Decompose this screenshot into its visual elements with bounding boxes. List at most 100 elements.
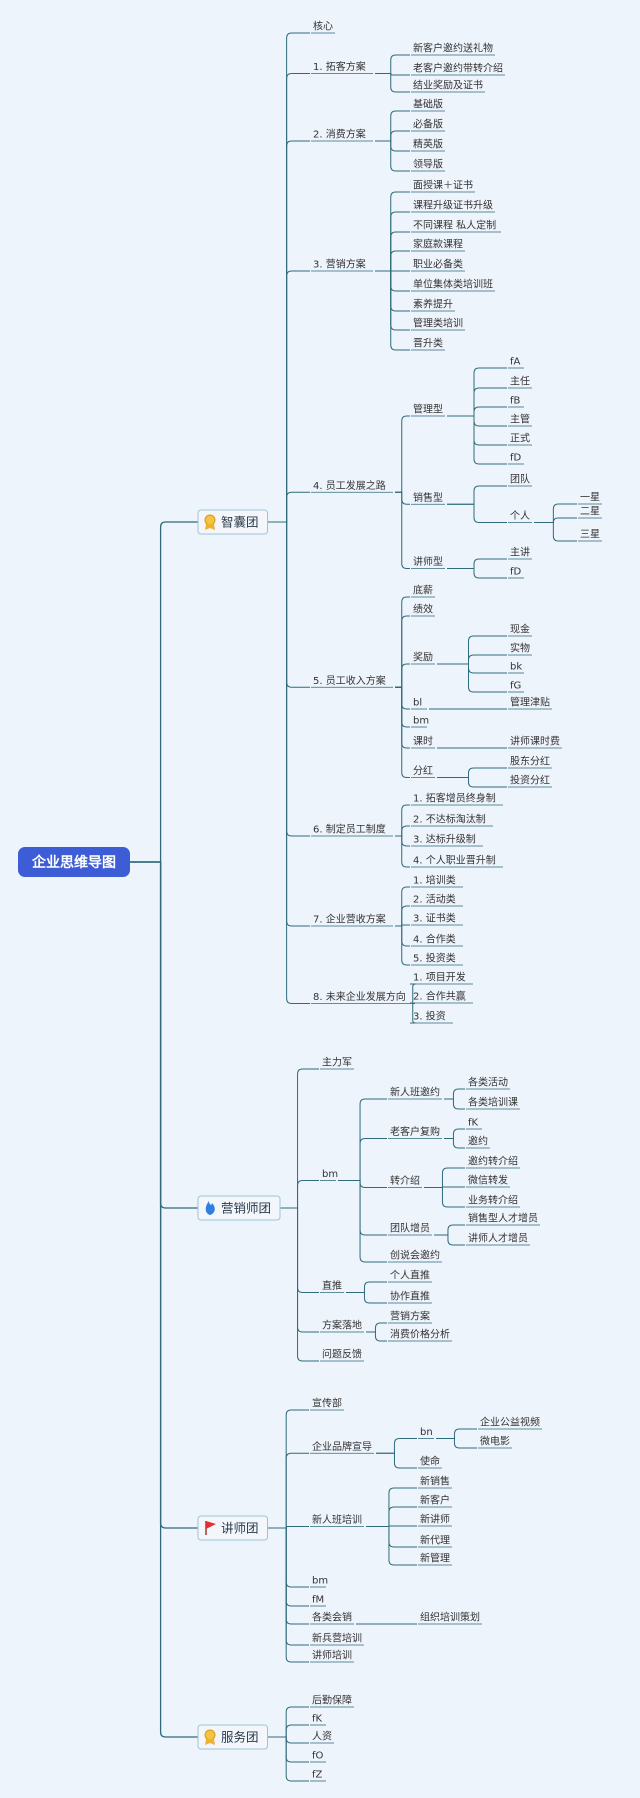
mindmap-node[interactable]: 领导版 <box>411 158 445 172</box>
mindmap-node[interactable]: 使命 <box>418 1455 442 1469</box>
mindmap-node[interactable]: fG <box>508 681 524 693</box>
mindmap-node[interactable]: 讲师课时费 <box>508 735 562 749</box>
mindmap-node[interactable]: 家庭款课程 <box>411 238 465 252</box>
mindmap-node[interactable]: 新人班培训 <box>310 1513 364 1527</box>
mindmap-node[interactable]: fD <box>508 567 524 579</box>
mindmap-node[interactable]: 主任 <box>508 375 532 389</box>
mindmap-node[interactable]: 微电影 <box>478 1435 512 1449</box>
mindmap-node[interactable]: 3. 投资 <box>411 1010 453 1024</box>
mindmap-node[interactable]: 老客户邀约带转介绍 <box>411 62 505 76</box>
mindmap-node[interactable]: fZ <box>310 1770 326 1782</box>
branch-node[interactable]: 讲师团 <box>197 1515 268 1541</box>
mindmap-node[interactable]: 6. 制定员工制度 <box>311 823 393 837</box>
mindmap-node[interactable]: bm <box>320 1169 338 1181</box>
mindmap-node[interactable]: 分红 <box>411 764 435 778</box>
mindmap-node[interactable]: 业务转介绍 <box>466 1194 520 1208</box>
mindmap-node[interactable]: fK <box>466 1118 482 1130</box>
mindmap-node[interactable]: 4. 合作类 <box>411 933 463 947</box>
mindmap-node[interactable]: 邀约转介绍 <box>466 1155 520 1169</box>
mindmap-node[interactable]: 投资分红 <box>508 774 552 788</box>
mindmap-node[interactable]: bm <box>310 1576 328 1588</box>
mindmap-node[interactable]: 晋升类 <box>411 337 445 351</box>
branch-node[interactable]: 智囊团 <box>197 509 268 535</box>
mindmap-node[interactable]: 新管理 <box>418 1552 452 1566</box>
mindmap-node[interactable]: 7. 企业营收方案 <box>311 913 393 927</box>
mindmap-node[interactable]: 讲师培训 <box>310 1649 354 1663</box>
mindmap-node[interactable]: 底薪 <box>411 584 435 598</box>
mindmap-node[interactable]: 邀约 <box>466 1135 490 1149</box>
mindmap-node[interactable]: fB <box>508 396 524 408</box>
mindmap-node[interactable]: 3. 证书类 <box>411 912 463 926</box>
mindmap-node[interactable]: 新人班邀约 <box>388 1086 442 1100</box>
mindmap-node[interactable]: 必备版 <box>411 118 445 132</box>
mindmap-node[interactable]: 5. 员工收入方案 <box>311 674 393 688</box>
mindmap-node[interactable]: 团队 <box>508 473 532 487</box>
mindmap-node[interactable]: 个人 <box>508 510 532 523</box>
mindmap-node[interactable]: 创说会邀约 <box>388 1249 442 1263</box>
mindmap-node[interactable]: 老客户复购 <box>388 1125 442 1139</box>
mindmap-node[interactable]: 正式 <box>508 432 532 446</box>
mindmap-node[interactable]: bl <box>411 698 427 710</box>
mindmap-node[interactable]: 新代理 <box>418 1534 452 1548</box>
mindmap-node[interactable]: 团队增员 <box>388 1222 432 1236</box>
mindmap-node[interactable]: 4. 员工发展之路 <box>311 479 393 493</box>
mindmap-node[interactable]: 销售型 <box>411 491 445 505</box>
mindmap-node[interactable]: 方案落地 <box>320 1319 364 1333</box>
mindmap-node[interactable]: 1. 培训类 <box>411 874 463 888</box>
mindmap-node[interactable]: bk <box>508 662 524 674</box>
mindmap-node[interactable]: 面授课＋证书 <box>411 179 475 193</box>
mindmap-node[interactable]: 讲师型 <box>411 555 445 569</box>
mindmap-node[interactable]: 单位集体类培训班 <box>411 278 495 292</box>
mindmap-node[interactable]: 转介绍 <box>388 1174 422 1188</box>
mindmap-node[interactable]: 直推 <box>320 1279 344 1293</box>
root-node[interactable] <box>18 847 130 877</box>
mindmap-node[interactable]: 3. 营销方案 <box>311 258 373 272</box>
mindmap-node[interactable]: 绩效 <box>411 603 435 617</box>
mindmap-node[interactable]: 现金 <box>508 623 532 637</box>
mindmap-node[interactable]: 管理津贴 <box>508 696 552 710</box>
branch-node[interactable]: 营销师团 <box>197 1195 281 1221</box>
mindmap-node[interactable]: 问题反馈 <box>320 1348 364 1362</box>
mindmap-node[interactable]: 奖励 <box>411 651 435 665</box>
mindmap-node[interactable]: 主力军 <box>320 1056 354 1070</box>
mindmap-node[interactable]: 人资 <box>310 1731 334 1744</box>
mindmap-node[interactable]: 职业必备类 <box>411 258 465 272</box>
mindmap-node[interactable]: 不同课程 私人定制 <box>411 219 501 233</box>
mindmap-node[interactable]: 宣传部 <box>310 1397 344 1411</box>
mindmap-node[interactable]: 精英版 <box>411 138 445 152</box>
mindmap-node[interactable]: 一星 <box>578 492 602 505</box>
mindmap-node[interactable]: fA <box>508 357 524 369</box>
mindmap-node[interactable]: 协作直推 <box>388 1290 432 1304</box>
mindmap-node[interactable]: 1. 项目开发 <box>411 971 473 985</box>
mindmap-node[interactable]: 主讲 <box>508 546 532 560</box>
mindmap-node[interactable]: 管理类培训 <box>411 317 465 331</box>
mindmap-node[interactable]: 微信转发 <box>466 1174 510 1188</box>
mindmap-node[interactable]: 2. 活动类 <box>411 893 463 907</box>
mindmap-node[interactable]: 核心 <box>311 20 335 34</box>
mindmap-node[interactable]: 各类培训课 <box>466 1096 520 1110</box>
mindmap-node[interactable]: 2. 不达标淘汰制 <box>411 813 493 827</box>
mindmap-node[interactable]: 8. 未来企业发展方向 <box>311 990 413 1004</box>
mindmap-node[interactable]: bm <box>411 716 429 728</box>
mindmap-node[interactable]: 股东分红 <box>508 755 552 769</box>
mindmap-node[interactable]: 实物 <box>508 642 532 656</box>
mindmap-node[interactable]: 组织培训策划 <box>418 1611 482 1625</box>
mindmap-node[interactable]: 新兵营培训 <box>310 1632 364 1646</box>
mindmap-node[interactable]: 主管 <box>508 413 532 427</box>
mindmap-node[interactable]: 各类会销 <box>310 1611 354 1625</box>
mindmap-node[interactable]: 3. 达标升级制 <box>411 833 483 847</box>
mindmap-node[interactable]: 课程升级证书升级 <box>411 200 495 213</box>
mindmap-node[interactable]: 4. 个人职业晋升制 <box>411 854 503 868</box>
mindmap-node[interactable]: 新客户 <box>418 1494 452 1508</box>
mindmap-node[interactable]: 营销方案 <box>388 1310 432 1324</box>
mindmap-node[interactable]: 1. 拓客方案 <box>311 60 373 74</box>
mindmap-node[interactable]: 管理型 <box>411 403 445 417</box>
mindmap-node[interactable]: fD <box>508 453 524 465</box>
mindmap-node[interactable]: fO <box>310 1751 326 1763</box>
mindmap-node[interactable]: 企业公益视频 <box>478 1416 542 1430</box>
mindmap-node[interactable]: 后勤保障 <box>310 1694 354 1708</box>
mindmap-node[interactable]: 课时 <box>411 736 435 749</box>
mindmap-node[interactable]: 销售型人才增员 <box>466 1212 540 1226</box>
mindmap-node[interactable]: 二星 <box>578 506 602 519</box>
mindmap-node[interactable]: bn <box>418 1427 434 1439</box>
